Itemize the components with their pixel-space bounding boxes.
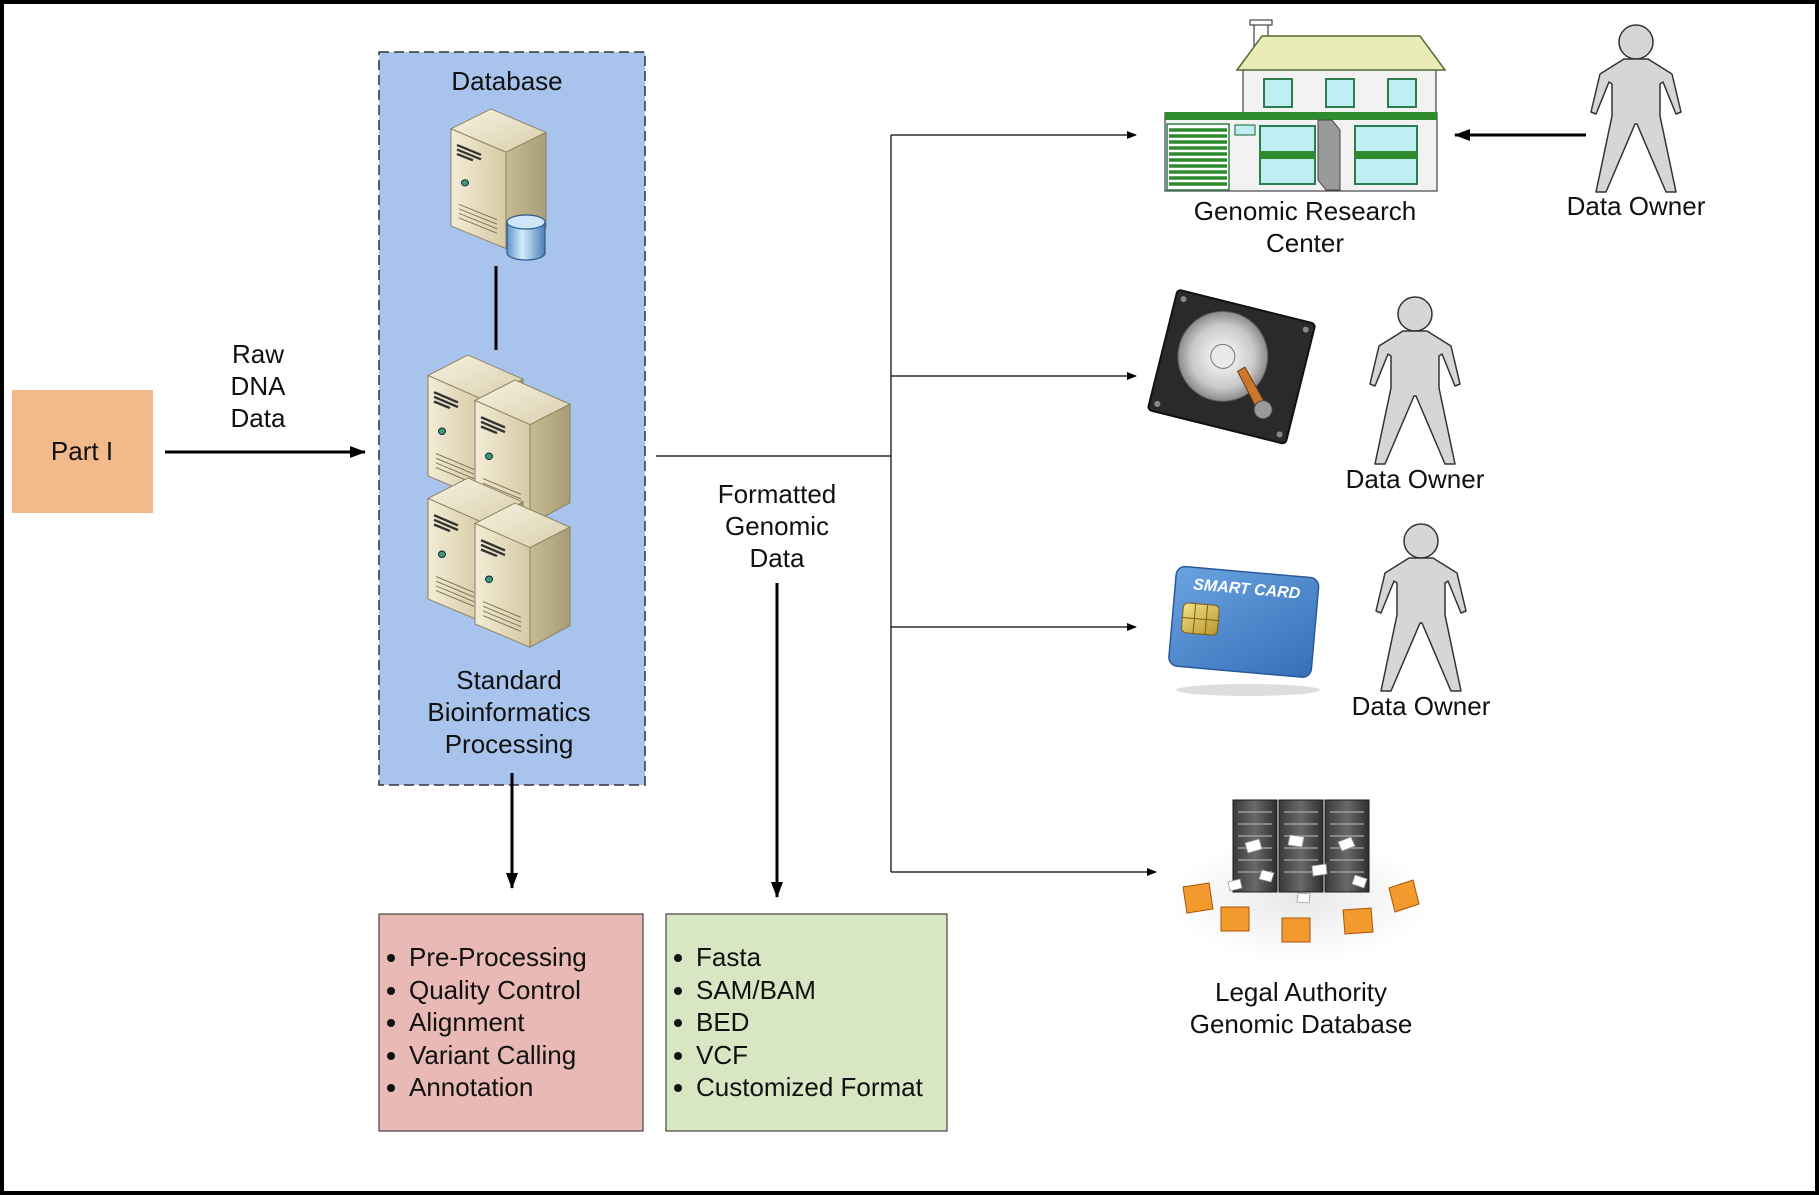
- smart-card-icon: SMART CARD: [1168, 565, 1320, 696]
- processing-caption-line-2: Bioinformatics: [427, 697, 590, 727]
- format-item: BED: [666, 1006, 923, 1039]
- legal-authority-label-line-1: Legal Authority: [1215, 977, 1387, 1007]
- processing-caption-line-1: Standard: [456, 665, 562, 695]
- data-owner-3-label: Data Owner: [1352, 691, 1491, 721]
- processing-caption-line-3: Processing: [445, 729, 574, 759]
- formats-box: [665, 913, 948, 1132]
- processing-step-item: Annotation: [379, 1071, 587, 1104]
- legal-authority-label-line-2: Genomic Database: [1190, 1009, 1413, 1039]
- processing-steps-box: [378, 913, 644, 1132]
- data-owner-1-label: Data Owner: [1567, 191, 1706, 221]
- hard-drive-icon: [1147, 289, 1316, 445]
- processing-step-item: Quality Control: [379, 974, 587, 1007]
- raw-dna-label-line-3: Data: [231, 403, 286, 433]
- formatted-label-line-2: Genomic: [725, 511, 829, 541]
- database-cylinder-icon: [506, 214, 546, 261]
- raw-dna-label-line-1: Raw: [232, 339, 284, 369]
- format-item: VCF: [666, 1039, 923, 1072]
- processing-steps-list: Pre-Processing Quality Control Alignment…: [379, 941, 587, 1104]
- database-title: Database: [451, 66, 562, 96]
- formatted-label-line-1: Formatted: [718, 479, 837, 509]
- legal-authority-database-icon: [1170, 799, 1430, 962]
- part-i-label: Part I: [51, 436, 113, 466]
- raw-dna-label-line-2: DNA: [231, 371, 287, 401]
- formats-list: Fasta SAM/BAM BED VCF Customized Format: [666, 941, 923, 1104]
- formatted-label-line-3: Data: [750, 543, 805, 573]
- server-cluster-icon: [426, 353, 572, 649]
- format-item: Customized Format: [666, 1071, 923, 1104]
- research-center-label-line-1: Genomic Research: [1194, 196, 1417, 226]
- distribution-connectors: [656, 131, 1157, 876]
- format-item: Fasta: [666, 941, 923, 974]
- research-center-label-line-2: Center: [1266, 228, 1344, 258]
- processing-step-item: Pre-Processing: [379, 941, 587, 974]
- part-i-box: [12, 390, 153, 513]
- processing-step-item: Variant Calling: [379, 1039, 587, 1072]
- processing-step-item: Alignment: [379, 1006, 587, 1039]
- data-owner-2-label: Data Owner: [1346, 464, 1485, 494]
- format-item: SAM/BAM: [666, 974, 923, 1007]
- research-center-building-icon: [1164, 19, 1447, 192]
